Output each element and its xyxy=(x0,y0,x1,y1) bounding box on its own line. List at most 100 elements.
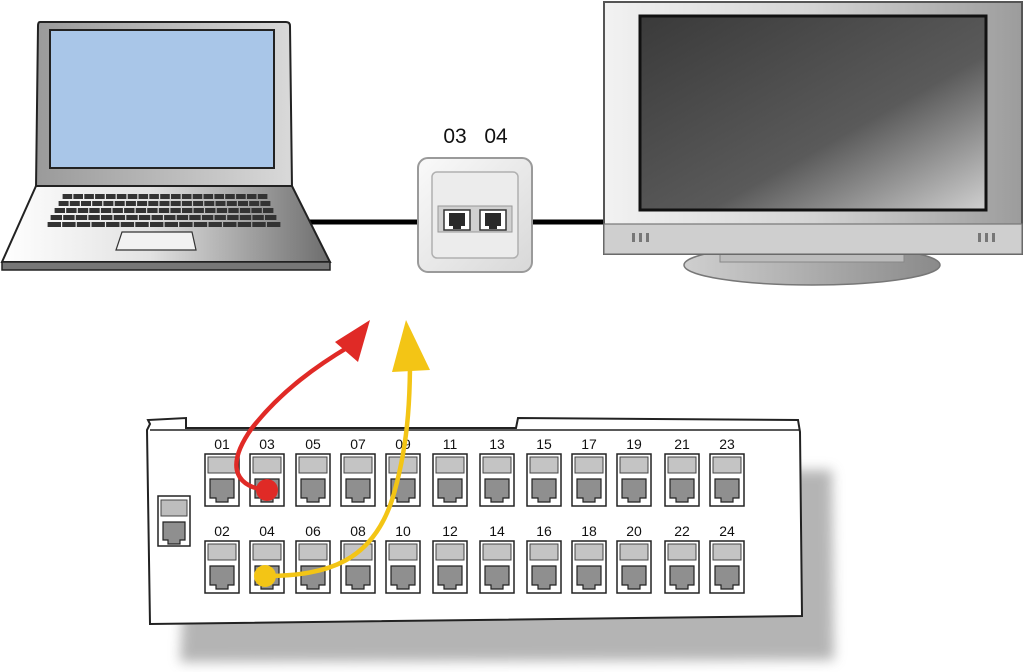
keyboard-key xyxy=(251,208,262,213)
keyboard-key xyxy=(151,215,163,220)
patch-port-13[interactable]: 13 xyxy=(479,436,515,507)
patch-port-label: 08 xyxy=(350,523,366,539)
keyboard-key xyxy=(203,194,214,199)
keyboard-key xyxy=(216,208,228,213)
keyboard-key xyxy=(58,201,69,206)
patch-port-06[interactable]: 06 xyxy=(295,523,331,594)
keyboard-key xyxy=(103,201,114,206)
keyboard-key xyxy=(192,194,203,199)
keyboard-key xyxy=(236,194,246,199)
keyboard-key xyxy=(214,194,224,199)
keyboard-key xyxy=(50,215,62,220)
connection-port-03 xyxy=(234,320,370,501)
keyboard-key xyxy=(227,215,239,220)
patch-port-01[interactable]: 01 xyxy=(204,436,240,507)
keyboard-key xyxy=(73,194,83,199)
keyboard-key xyxy=(193,222,208,227)
patch-port-14[interactable]: 14 xyxy=(479,523,515,594)
keyboard-key xyxy=(125,201,136,206)
keyboard-key xyxy=(158,208,170,213)
keyboard-key xyxy=(164,215,176,220)
keyboard-key xyxy=(176,215,189,220)
patch-port-20[interactable]: 20 xyxy=(616,523,652,594)
keyboard-key xyxy=(179,222,193,227)
keyboard-key xyxy=(193,208,204,213)
keyboard-key xyxy=(116,194,127,199)
patch-port-11[interactable]: 11 xyxy=(432,436,468,507)
keyboard-key xyxy=(135,222,149,227)
patch-port-02[interactable]: 02 xyxy=(204,523,240,594)
keyboard-key xyxy=(170,201,181,206)
patch-port-17[interactable]: 17 xyxy=(571,436,607,507)
keyboard-key xyxy=(257,194,268,199)
patch-port-label: 21 xyxy=(674,436,690,452)
outlet-jack-03[interactable] xyxy=(443,209,471,231)
patch-port-label: 12 xyxy=(442,523,458,539)
keyboard-key xyxy=(215,201,226,206)
keyboard-key xyxy=(170,208,181,213)
patch-port-19[interactable]: 19 xyxy=(616,436,652,507)
patch-port-18[interactable]: 18 xyxy=(571,523,607,594)
connection-port-04 xyxy=(254,320,430,587)
keyboard-key xyxy=(126,215,138,220)
keyboard-key xyxy=(124,208,135,213)
keyboard-key xyxy=(77,208,89,213)
keyboard-key xyxy=(201,215,214,220)
connection-dot-03 xyxy=(256,479,278,501)
keyboard-key xyxy=(54,208,65,213)
keyboard-key xyxy=(159,201,170,206)
patch-port-extra[interactable] xyxy=(157,495,191,547)
patch-port-07[interactable]: 07 xyxy=(340,436,376,507)
patch-port-label: 13 xyxy=(489,436,505,452)
keyboard-key xyxy=(181,201,192,206)
keyboard-key xyxy=(267,222,281,227)
keyboard-key xyxy=(81,201,91,206)
patch-port-15[interactable]: 15 xyxy=(526,436,562,507)
keyboard-key xyxy=(106,194,116,199)
keyboard-key xyxy=(249,201,260,206)
patch-port-label: 04 xyxy=(259,523,275,539)
laptop xyxy=(0,21,332,271)
keyboard-key xyxy=(193,201,204,206)
keyboard-key xyxy=(149,194,159,199)
tv-monitor xyxy=(603,1,1023,286)
patch-port-16[interactable]: 16 xyxy=(526,523,562,594)
patch-port-label: 23 xyxy=(719,436,735,452)
patch-port-05[interactable]: 05 xyxy=(295,436,331,507)
keyboard-key xyxy=(63,215,75,220)
keyboard-key xyxy=(138,194,149,199)
patch-port-24[interactable]: 24 xyxy=(709,523,745,594)
patch-port-21[interactable]: 21 xyxy=(664,436,700,507)
keyboard-key xyxy=(76,222,91,227)
outlet-label-04: 04 xyxy=(484,125,508,148)
keyboard-key xyxy=(182,208,193,213)
patch-port-label: 07 xyxy=(350,436,366,452)
keyboard-key xyxy=(214,215,226,220)
keyboard-key xyxy=(75,215,88,220)
keyboard-key xyxy=(62,194,73,199)
keyboard-key xyxy=(181,194,192,199)
patch-port-23[interactable]: 23 xyxy=(709,436,745,507)
outlet-jack-04[interactable] xyxy=(479,209,507,231)
keyboard-key xyxy=(95,194,105,199)
patch-port-12[interactable]: 12 xyxy=(432,523,468,594)
keyboard-key xyxy=(246,194,257,199)
patch-port-label: 16 xyxy=(536,523,552,539)
keyboard-key xyxy=(150,222,164,227)
connection-arrow-head-03 xyxy=(335,320,370,362)
keyboard-key xyxy=(147,208,158,213)
connection-arrow-head-04 xyxy=(392,320,430,372)
keyboard-key xyxy=(205,208,216,213)
keyboard-key xyxy=(204,201,215,206)
laptop-keyboard xyxy=(47,194,281,227)
outlet-label-03: 03 xyxy=(443,125,466,148)
patch-port-label: 10 xyxy=(395,523,411,539)
keyboard-key xyxy=(223,222,237,227)
keyboard-key xyxy=(226,201,237,206)
keyboard-key xyxy=(239,208,251,213)
patch-port-22[interactable]: 22 xyxy=(664,523,700,594)
patch-port-10[interactable]: 10 xyxy=(385,523,421,594)
connection-dot-04 xyxy=(254,565,276,587)
patch-port-label: 24 xyxy=(719,523,735,539)
